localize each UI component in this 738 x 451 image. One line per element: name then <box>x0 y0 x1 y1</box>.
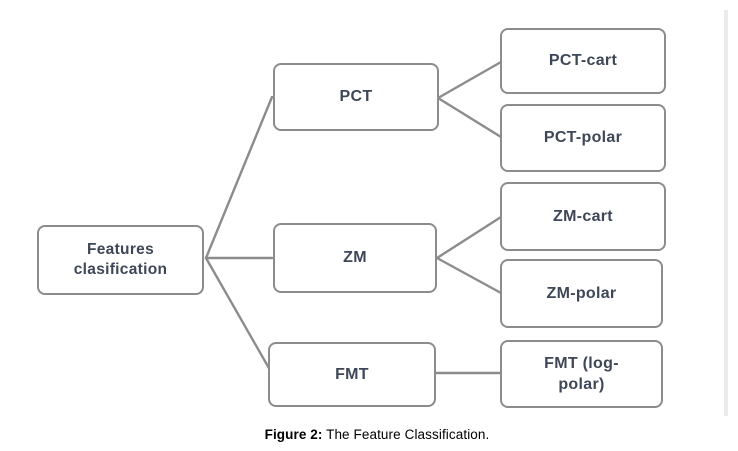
node-fmt: FMT <box>268 342 436 407</box>
figure-caption-label: Figure 2: <box>264 427 323 442</box>
node-zm-cart: ZM-cart <box>500 182 666 251</box>
connector-root-pct <box>204 95 274 260</box>
node-label: Features clasification <box>73 240 168 278</box>
connector-zm-cart <box>435 215 503 260</box>
node-label: ZM-cart <box>553 207 613 225</box>
node-label: PCT-cart <box>548 52 618 70</box>
node-pct-polar: PCT-polar <box>500 104 666 172</box>
node-label: ZM <box>343 249 367 267</box>
connector-root-fmt <box>204 256 272 372</box>
node-label: FMT <box>335 365 369 383</box>
node-zm-polar: ZM-polar <box>500 259 663 328</box>
figure-caption-text: The Feature Classification. <box>322 427 490 442</box>
node-label: ZM-polar <box>546 284 617 302</box>
node-label: PCT <box>339 88 373 106</box>
node-label: PCT-polar <box>543 129 623 147</box>
page-edge-line <box>724 10 728 416</box>
node-pct-cart: PCT-cart <box>500 28 666 94</box>
node-fmt-log-polar: FMT (log- polar) <box>500 340 663 408</box>
node-features-clasification: Features clasification <box>37 225 204 295</box>
node-zm: ZM <box>273 223 437 293</box>
connector-pct-polar <box>436 96 503 139</box>
figure-caption: Figure 2: The Feature Classification. <box>8 427 738 442</box>
node-label: FMT (log- polar) <box>544 354 619 393</box>
connector-zm-polar <box>435 256 503 295</box>
node-pct: PCT <box>273 63 439 131</box>
connector-pct-cart <box>436 60 503 100</box>
